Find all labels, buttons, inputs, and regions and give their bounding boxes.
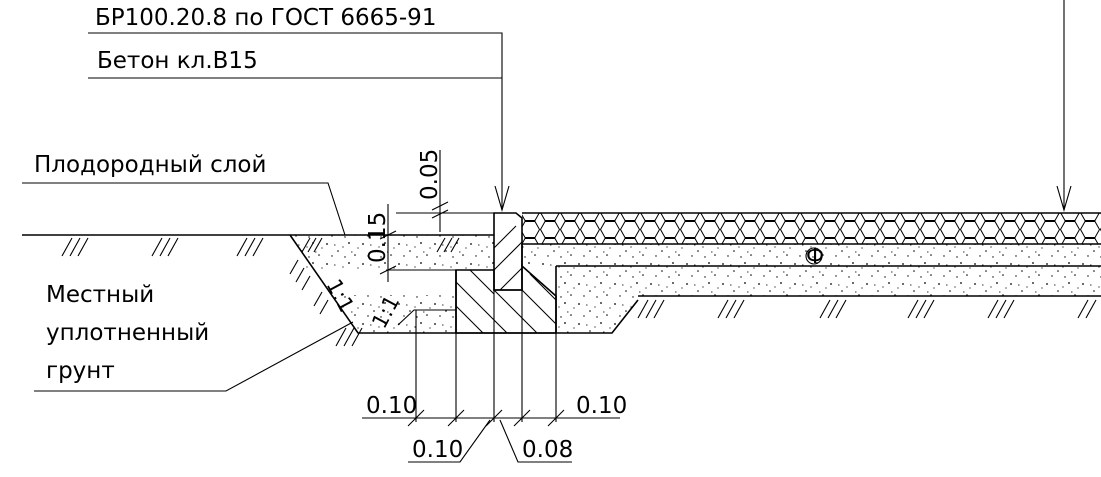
topsoil-fill bbox=[290, 235, 494, 270]
ground-leader-line bbox=[34, 321, 354, 392]
concrete-label-group: Бетон кл.В15 bbox=[88, 48, 502, 79]
surface-hex-layer bbox=[522, 213, 1101, 244]
curb-stone bbox=[493, 212, 523, 291]
curb-label: БР100.20.8 по ГОСТ 6665-91 bbox=[95, 5, 436, 31]
ground-hatch-left bbox=[61, 237, 264, 257]
surface-leader-arrow bbox=[1056, 185, 1072, 212]
curb-leader-arrow bbox=[494, 185, 510, 212]
dim-005: 0.05 bbox=[417, 149, 443, 200]
concrete-label: Бетон кл.В15 bbox=[97, 48, 258, 74]
slope-hatch bbox=[289, 237, 460, 347]
curb-label-group: БР100.20.8 по ГОСТ 6665-91 bbox=[88, 5, 510, 212]
surface-leader-group bbox=[1056, 0, 1072, 212]
road-ground-hatch bbox=[637, 299, 1097, 319]
dim-015: 0.15 bbox=[365, 212, 391, 263]
curb-assembly bbox=[455, 212, 557, 334]
dim-008: 0.08 bbox=[522, 437, 573, 463]
circle-marker-label: Ф bbox=[806, 244, 824, 268]
concrete-foundation bbox=[455, 264, 557, 334]
base-sand-layer bbox=[522, 244, 1101, 266]
topsoil-leader-line bbox=[22, 182, 346, 236]
topsoil-label: Плодородный слой bbox=[34, 152, 266, 178]
subbase-sand-layer bbox=[556, 266, 1101, 333]
dim-010-left: 0.10 bbox=[366, 393, 417, 419]
dim-010-mid: 0.10 bbox=[412, 437, 463, 463]
ground-label-line3: грунт bbox=[46, 358, 115, 384]
topsoil-label-group: Плодородный слой bbox=[22, 152, 346, 236]
concrete-hatch bbox=[455, 269, 557, 334]
ground-label-group: Местный уплотненный грунт bbox=[34, 282, 354, 392]
ground-label-line2: уплотненный bbox=[46, 320, 209, 346]
ground-label-line1: Местный bbox=[46, 282, 154, 308]
dim-010-right: 0.10 bbox=[576, 393, 627, 419]
road-layers: Ф bbox=[521, 212, 1101, 333]
curb-leader-line bbox=[88, 32, 503, 210]
ground-surface bbox=[22, 234, 290, 257]
circle-marker bbox=[805, 247, 823, 265]
